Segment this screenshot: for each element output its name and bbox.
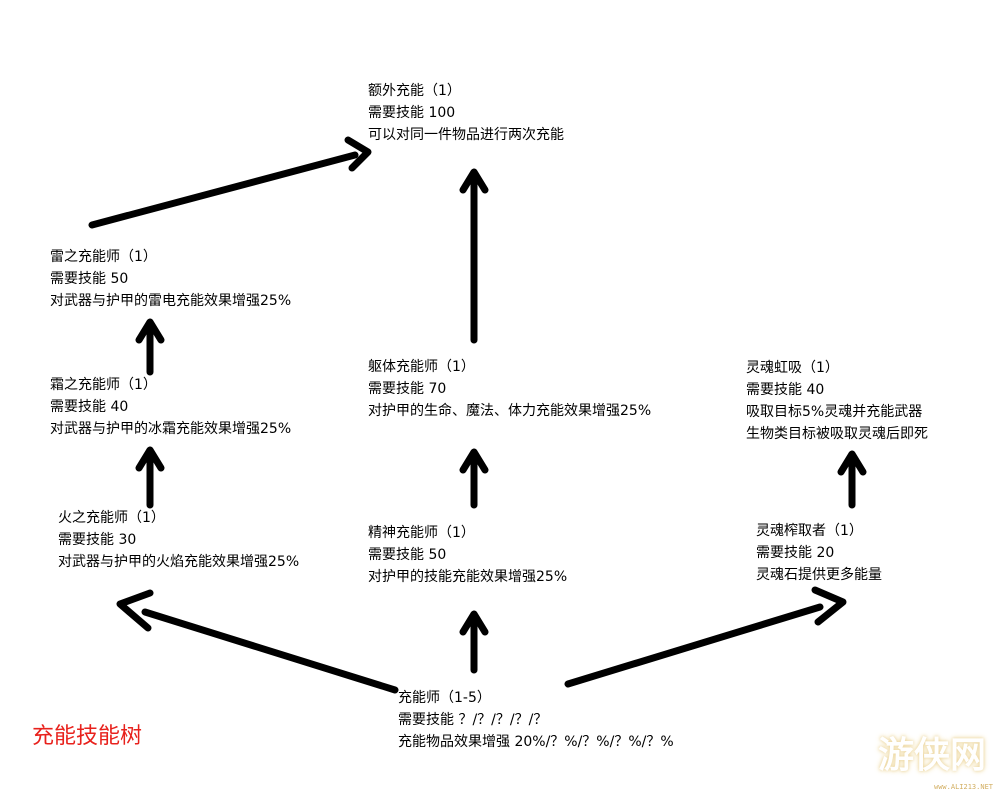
- arrow-spirit-to-body: [459, 448, 489, 509]
- node-enchanter-description: 充能物品效果增强 20%/？%/？%/？%/？%: [398, 734, 674, 750]
- node-extra-charge-title: 额外充能（1）: [368, 83, 461, 99]
- arrow-body-to-extra: [459, 168, 489, 344]
- node-extra-charge-description: 可以对同一件物品进行两次充能: [368, 127, 564, 143]
- node-thunder-description: 对武器与护甲的雷电充能效果增强25%: [50, 293, 292, 309]
- node-fire-description: 对武器与护甲的火焰充能效果增强25%: [58, 554, 300, 570]
- arrow-squeezer-to-siphon: [837, 450, 867, 509]
- node-fire-requirement: 需要技能 30: [58, 532, 137, 548]
- node-body-enchanter: 躯体充能师（1） 需要技能 70 对护甲的生命、魔法、体力充能效果增强25%: [368, 356, 651, 422]
- node-enchanter-root: 充能师（1-5） 需要技能 ？/？/？/？/？ 充能物品效果增强 20%/？%/…: [398, 687, 674, 753]
- node-soul-squeezer-title: 灵魂榨取者（1）: [756, 523, 863, 539]
- node-soul-squeezer-requirement: 需要技能 20: [756, 545, 835, 561]
- arrow-enchanter-to-spirit: [459, 610, 489, 674]
- node-extra-charge: 额外充能（1） 需要技能 100 可以对同一件物品进行两次充能: [368, 80, 564, 146]
- node-soul-siphon: 灵魂虹吸（1） 需要技能 40 吸取目标5%灵魂并充能武器 生物类目标被吸取灵魂…: [746, 357, 928, 445]
- arrow-fire-to-frost: [135, 446, 165, 509]
- watermark-logo: 游侠网: [878, 734, 987, 776]
- node-enchanter-requirement: 需要技能 ？/？/？/？/？: [398, 712, 548, 728]
- node-frost-title: 霜之充能师（1）: [50, 377, 157, 393]
- diagram-caption: 充能技能树: [32, 724, 143, 749]
- node-spirit-title: 精神充能师（1）: [368, 525, 475, 541]
- node-extra-charge-requirement: 需要技能 100: [368, 105, 456, 121]
- node-soul-siphon-description: 吸取目标5%灵魂并充能武器: [746, 404, 923, 420]
- node-spirit-requirement: 需要技能 50: [368, 547, 447, 563]
- node-spirit-description: 对护甲的技能充能效果增强25%: [368, 569, 568, 585]
- node-frost-enchanter: 霜之充能师（1） 需要技能 40 对武器与护甲的冰霜充能效果增强25%: [50, 374, 291, 440]
- node-enchanter-title: 充能师（1-5）: [398, 690, 491, 706]
- watermark-url: www.ALI213.NET: [934, 783, 994, 791]
- arrow-enchanter-to-fire: [116, 589, 399, 694]
- node-body-requirement: 需要技能 70: [368, 381, 447, 397]
- arrow-frost-to-thunder: [135, 318, 165, 376]
- node-body-title: 躯体充能师（1）: [368, 359, 475, 375]
- node-fire-title: 火之充能师（1）: [58, 510, 165, 526]
- node-soul-siphon-description-2: 生物类目标被吸取灵魂后即死: [746, 426, 928, 442]
- node-soul-squeezer-description: 灵魂石提供更多能量: [756, 567, 882, 583]
- arrow-enchanter-to-soul-squeezer: [564, 586, 847, 688]
- node-soul-siphon-title: 灵魂虹吸（1）: [746, 360, 839, 376]
- node-spirit-enchanter: 精神充能师（1） 需要技能 50 对护甲的技能充能效果增强25%: [368, 522, 567, 588]
- node-thunder-title: 雷之充能师（1）: [50, 249, 157, 265]
- node-frost-requirement: 需要技能 40: [50, 399, 129, 415]
- node-thunder-requirement: 需要技能 50: [50, 271, 129, 287]
- node-body-description: 对护甲的生命、魔法、体力充能效果增强25%: [368, 403, 652, 419]
- node-soul-siphon-requirement: 需要技能 40: [746, 382, 825, 398]
- node-thunder-enchanter: 雷之充能师（1） 需要技能 50 对武器与护甲的雷电充能效果增强25%: [50, 246, 291, 312]
- arrow-thunder-to-extra: [88, 136, 372, 229]
- node-frost-description: 对武器与护甲的冰霜充能效果增强25%: [50, 421, 292, 437]
- node-soul-squeezer: 灵魂榨取者（1） 需要技能 20 灵魂石提供更多能量: [756, 520, 882, 586]
- node-fire-enchanter: 火之充能师（1） 需要技能 30 对武器与护甲的火焰充能效果增强25%: [58, 507, 299, 573]
